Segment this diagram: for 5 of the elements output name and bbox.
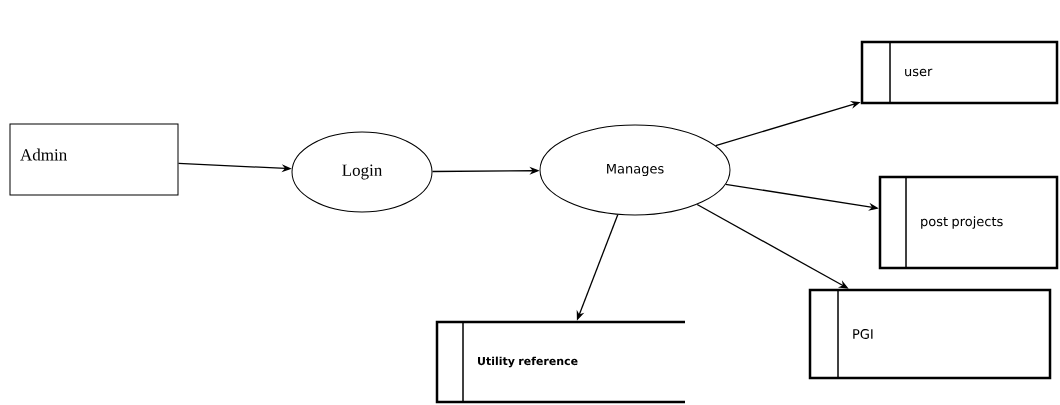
data-store: post projects [878,175,1059,270]
entity-box: Admin [9,123,179,196]
data-store: user [860,40,1059,105]
data-store: Utility reference [435,320,685,404]
data-store: PGI [808,288,1052,380]
